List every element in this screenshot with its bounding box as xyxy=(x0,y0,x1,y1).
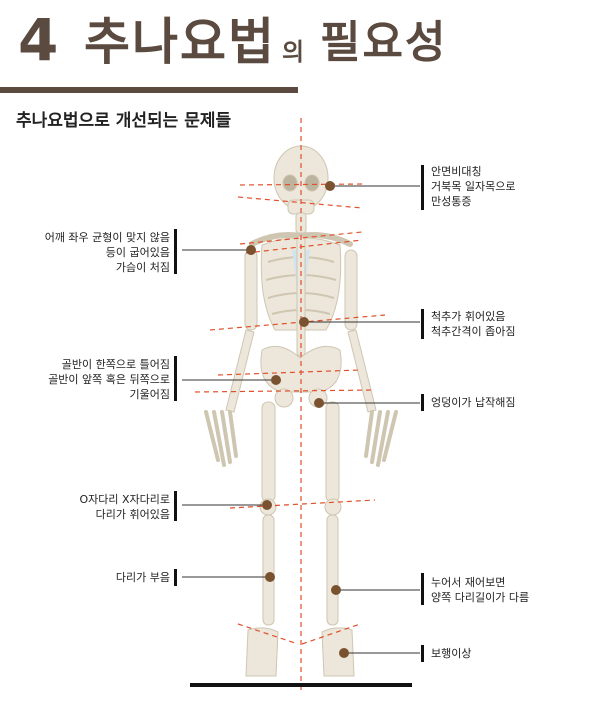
title-particle: 의 xyxy=(282,38,305,66)
leader-lines xyxy=(182,185,420,654)
posture-guides xyxy=(194,118,386,690)
label-bar-legs xyxy=(174,491,177,521)
label-bar-shoulder xyxy=(174,229,177,274)
dot-hip xyxy=(314,398,324,408)
guide-spine xyxy=(209,314,386,331)
label-gait: 보행이상 xyxy=(431,647,472,660)
label-bar-gait xyxy=(421,645,424,662)
label-bar-spine xyxy=(421,309,424,339)
title-divider xyxy=(0,87,298,93)
guide-face-1 xyxy=(239,183,366,186)
label-hip: 엉덩이가 납작해짐 xyxy=(431,396,516,409)
guide-pelvis-2 xyxy=(194,389,376,393)
dot-knee xyxy=(262,500,272,510)
guide-foot-left xyxy=(237,623,299,645)
label-bar-pelvis xyxy=(174,356,177,401)
dot-leg-right xyxy=(331,585,341,595)
dot-face xyxy=(325,181,335,191)
guide-shoulder-2 xyxy=(245,239,363,254)
dot-foot xyxy=(339,648,349,658)
dot-shin xyxy=(265,572,275,582)
guide-foot-right xyxy=(301,623,361,645)
title-tail: 필요성 xyxy=(320,17,448,68)
subtitle: 추나요법으로 개선되는 문제들 xyxy=(16,111,232,131)
guide-pelvis-1 xyxy=(217,369,361,376)
dot-spine xyxy=(299,317,309,327)
label-swelling: 다리가 부음 xyxy=(115,571,170,584)
title-main: 추나요법 xyxy=(84,13,276,71)
dot-pelvis xyxy=(271,375,281,385)
label-bar-hip xyxy=(421,394,424,411)
dot-shoulder xyxy=(246,245,256,255)
label-bar-face xyxy=(421,165,424,210)
guide-face-2 xyxy=(237,196,363,209)
title-number: 4 xyxy=(18,6,59,74)
label-bar-leglength xyxy=(421,573,424,605)
label-bar-swelling xyxy=(174,569,177,586)
guide-shoulder-1 xyxy=(239,231,363,245)
marker-dots xyxy=(246,181,349,658)
guide-knee xyxy=(229,499,376,509)
